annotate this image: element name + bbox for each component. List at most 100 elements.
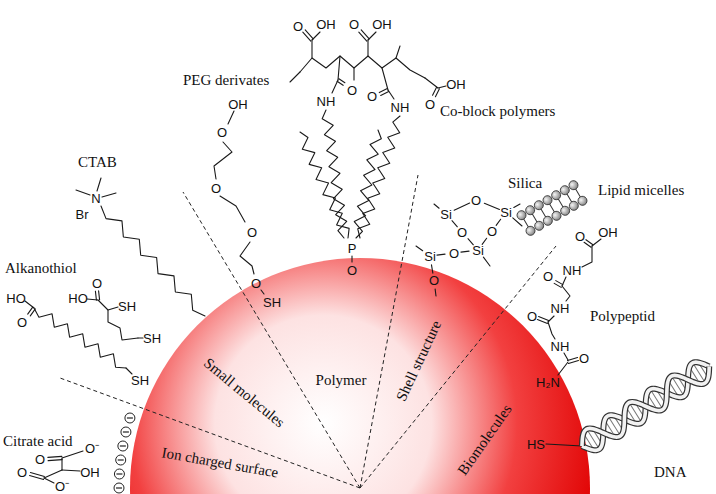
atom-label: HO [6,292,26,305]
lipid-micelle [575,189,580,198]
bond-line [354,130,381,238]
atom-label: O [579,352,589,365]
structure-label: Alkanothiol [5,261,77,276]
atom-label: O [449,247,459,260]
lipid-micelle [558,199,563,208]
lipid-micelle [576,195,588,207]
atom-label: HS [527,438,545,451]
bond-line [48,456,62,457]
structure-label: DNA [654,465,687,480]
structure-label: Citrate acid [3,434,73,449]
bond-line [240,242,254,274]
charge-symbol [114,483,124,493]
atom-label: O [367,90,377,103]
charge-symbol [114,483,124,493]
bond-line [138,337,143,338]
atom-label: SH [131,374,149,387]
bond-line [358,116,400,238]
bond-line [290,72,300,82]
bond-line [548,316,554,322]
atom-label: OH [446,78,466,91]
bond-line [568,357,578,360]
bond-line [431,265,432,273]
bond-line [261,290,264,294]
bond-line [48,460,62,461]
bond-line [368,32,376,40]
bond-line [337,81,343,85]
atom-label: HO [68,292,88,305]
bond-line [62,470,80,471]
atom-label: Si [440,208,452,221]
atom-label: O [35,453,45,466]
bond-line [546,444,582,446]
bond-line [361,30,369,39]
bond-line [558,362,568,375]
dna-helix [576,356,716,456]
bond-line [359,32,367,41]
bond-line [539,317,549,321]
bond-line [44,478,54,483]
charge-symbol [118,441,128,451]
bond-line [483,257,490,266]
atom-label: SH [263,296,281,309]
bond-line [44,470,62,478]
atom-label: O [247,226,257,239]
bond-line [568,361,578,364]
sector-divider [183,192,360,488]
structure-label: Silica [508,176,542,191]
bond-line [101,206,205,316]
bond-line [452,221,457,227]
bond-line [433,87,437,95]
dna-helix [576,356,716,456]
bond-line [379,89,387,93]
dna-helix [576,356,716,456]
bond-line [300,132,349,238]
bond-line [434,204,439,208]
sphere-shape [130,258,590,494]
bond-line [102,193,116,197]
bond-line [461,251,469,252]
bond-line [305,30,313,39]
bond-line [554,283,561,287]
dna-helix [576,356,716,456]
bond-line [214,142,232,179]
atom-label: O [293,20,303,33]
lipid-micelle [550,204,555,213]
charge-symbol [123,431,129,432]
bond-line [338,56,340,80]
bond-line [332,80,338,93]
atom-label: Br [76,208,89,221]
charge-symbol [121,427,131,437]
bond-line [548,322,555,339]
bond-line [484,203,499,209]
bond-line [582,246,592,267]
atom-label: O [211,182,221,195]
bond-line [382,68,388,90]
atom-label: O⁻ [85,442,99,455]
charge-symbol [116,487,122,488]
atom-label: O [17,316,27,329]
atom-label: NH [563,264,582,277]
atom-label: O [429,274,439,287]
atom-label: O [347,264,357,277]
charge-symbol [116,455,126,465]
charge-symbol [127,417,133,418]
bond-line [367,40,368,56]
bond-line [388,90,394,99]
charge-symbol [125,413,135,423]
bond-line [322,110,347,238]
bond-line [454,203,470,210]
charge-symbol [121,427,131,437]
atom-label: H₂N [536,376,560,389]
lipid-micelle [532,214,537,223]
bond-line [435,89,439,97]
atom-label: OH [228,98,248,111]
bond-line [300,56,425,78]
bond-line [95,291,96,300]
bond-line [30,476,44,480]
atom-label: O [471,194,481,207]
bond-line [556,281,563,285]
bond-line [312,32,320,40]
atom-label: OH [316,18,336,31]
